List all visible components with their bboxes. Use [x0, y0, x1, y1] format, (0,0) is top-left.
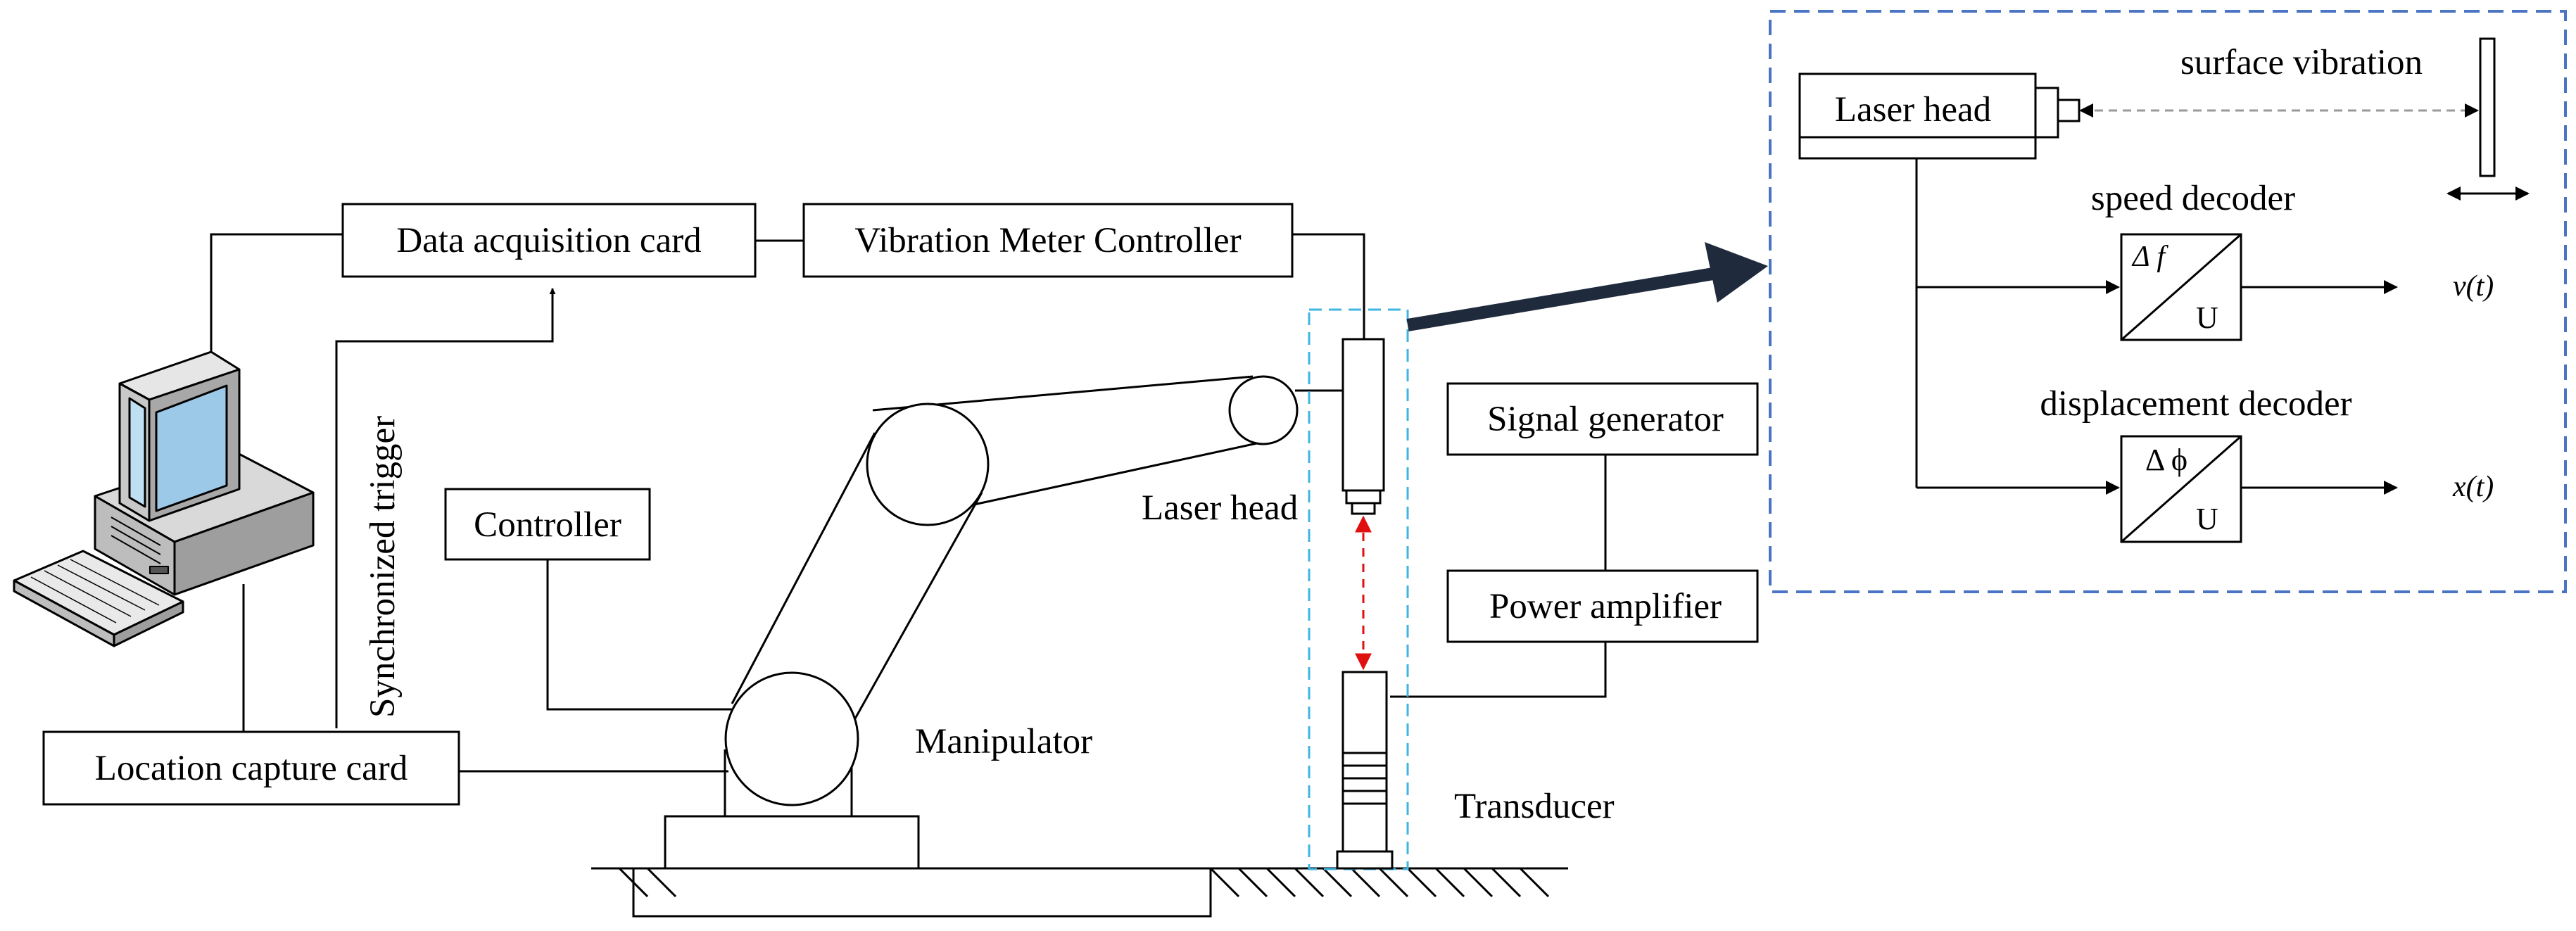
detail-laser-head-label: Laser head [1835, 90, 1991, 129]
speed-decoder-box: Δ f U [2120, 233, 2242, 341]
transducer-icon [1336, 671, 1394, 870]
speed-decoder-symbol: Δ f [2131, 241, 2168, 273]
displacement-decoder-unit: U [2196, 502, 2218, 536]
speed-decoder-label: speed decoder [2091, 179, 2295, 218]
transducer-label: Transducer [1454, 787, 1615, 826]
measurement-zone-outline [1308, 308, 1409, 870]
displacement-output-label: x(t) [2452, 471, 2494, 503]
velocity-output-label: v(t) [2453, 270, 2494, 303]
vibration-meter-controller-box: Vibration Meter Controller [802, 203, 1294, 278]
detail-connection-lines [1915, 158, 2398, 495]
keyboard-icon [13, 550, 184, 647]
ground-icon [591, 867, 1568, 918]
manipulator-label: Manipulator [915, 722, 1092, 761]
connection-lines [210, 233, 1607, 773]
robot-arm-icon [591, 375, 1568, 918]
detail-laser-head-box: Laser head [1798, 72, 2081, 160]
power-amplifier-box: Power amplifier [1446, 569, 1759, 643]
callout-arrow [1406, 242, 1768, 331]
surface-vibration-label: surface vibration [2180, 43, 2423, 82]
displacement-decoder-label: displacement decoder [2040, 384, 2351, 424]
controller-box: Controller [444, 488, 651, 561]
location-capture-card-box: Location capture card [42, 730, 460, 806]
synchronized-trigger-label: Synchronized trigger [363, 416, 403, 718]
vibrating-surface [2479, 37, 2496, 177]
power-amplifier-label: Power amplifier [1489, 587, 1722, 626]
data-acquisition-card-box: Data acquisition card [341, 203, 757, 278]
laser-head-label: Laser head [1142, 488, 1298, 528]
location-capture-card-label: Location capture card [95, 749, 408, 788]
vibration-meter-controller-label: Vibration Meter Controller [854, 221, 1241, 260]
controller-label: Controller [474, 505, 621, 545]
signal-generator-label: Signal generator [1487, 400, 1724, 439]
laser-head-icon [1341, 338, 1385, 515]
detail-panel-border [1769, 10, 2567, 593]
signal-generator-box: Signal generator [1446, 382, 1759, 456]
displacement-decoder-box: Δ ϕ U [2120, 435, 2242, 543]
computer-icon [13, 350, 315, 647]
speed-decoder-unit: U [2196, 300, 2218, 335]
displacement-decoder-symbol: Δ ϕ [2145, 443, 2187, 477]
data-acquisition-card-label: Data acquisition card [396, 221, 701, 260]
